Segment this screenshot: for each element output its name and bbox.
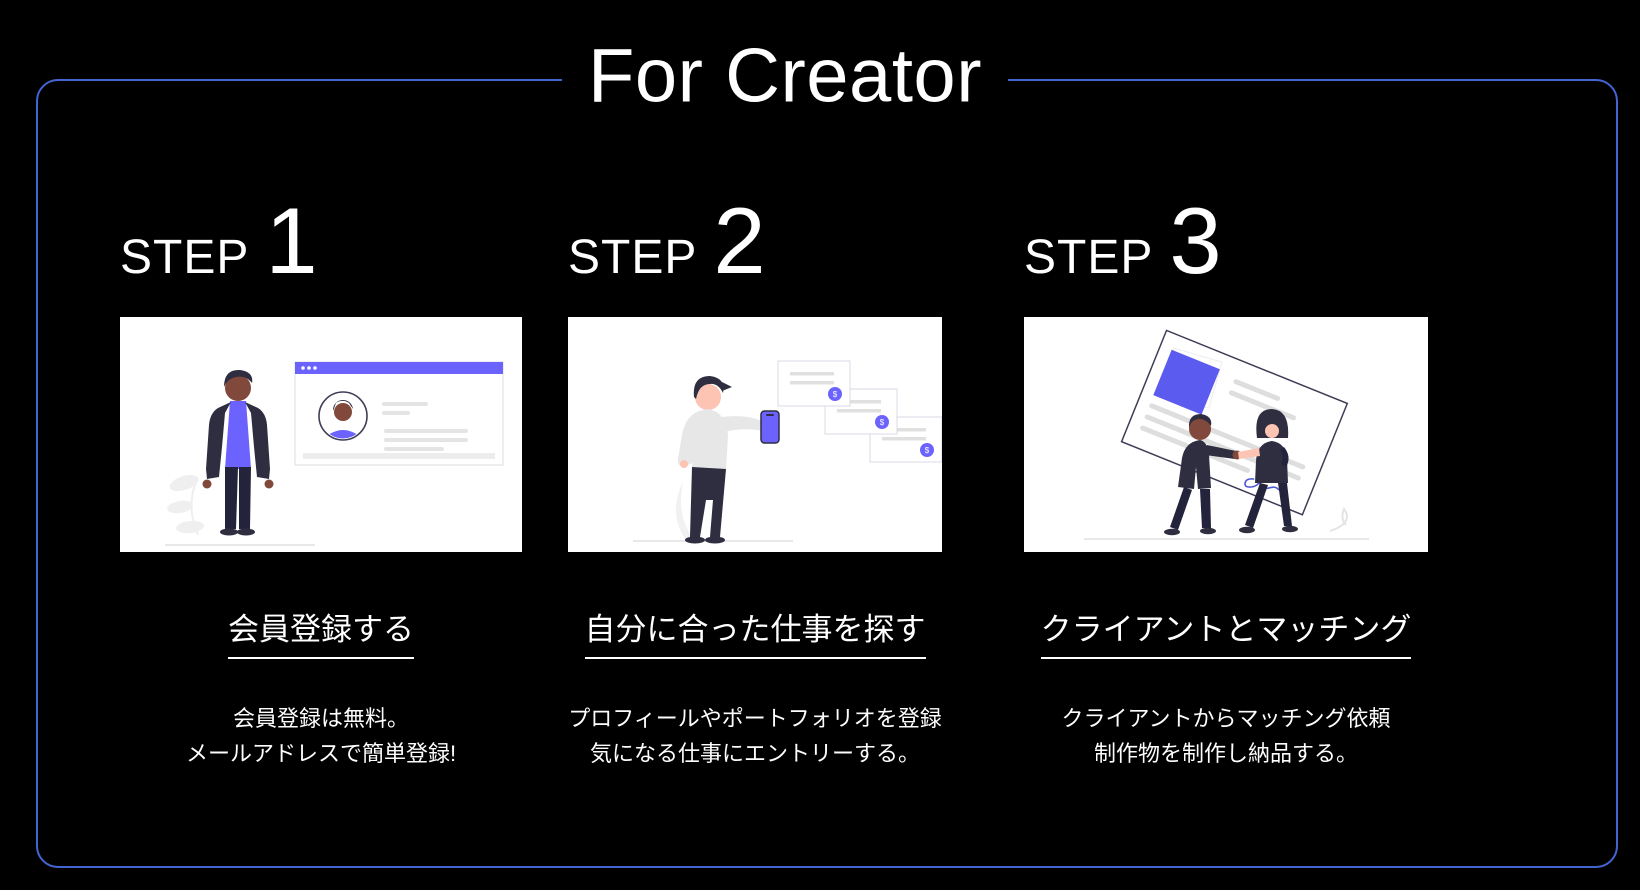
step-1-label: STEP [120, 231, 250, 284]
client-matching-illustration [1024, 317, 1428, 552]
client-matching-link[interactable]: クライアントとマッチング [1040, 604, 1412, 659]
step-3-heading: STEP 3 [1024, 188, 1428, 293]
svg-text:$: $ [833, 390, 838, 399]
svg-text:$: $ [880, 418, 885, 427]
step-2-number: 2 [713, 188, 766, 293]
step-2-description: プロフィールやポートフォリオを登録 気になる仕事にエントリーする。 [568, 706, 942, 766]
step-2-heading: STEP 2 [568, 188, 942, 293]
step-3-number: 3 [1169, 188, 1222, 293]
step-2-label: STEP [568, 231, 698, 284]
step-3-label: STEP [1024, 231, 1154, 284]
step-1-description: 会員登録は無料。 メールアドレスで簡単登録! [185, 706, 457, 766]
svg-text:$: $ [925, 446, 930, 455]
step-column-3: STEP 3 [1024, 188, 1428, 771]
find-job-link[interactable]: 自分に合った仕事を探す [584, 604, 926, 659]
find-job-illustration: $ $ $ [568, 317, 942, 552]
section-title: For Creator [561, 32, 1009, 120]
member-registration-link[interactable]: 会員登録する [228, 604, 414, 659]
step-column-2: STEP 2 $ $ $ [568, 188, 942, 771]
step-3-description: クライアントからマッチング依頼 制作物を制作し納品する。 [1061, 706, 1391, 766]
steps-row: STEP 1 [120, 188, 1428, 771]
step-column-1: STEP 1 [120, 188, 522, 771]
step-1-heading: STEP 1 [120, 188, 522, 293]
member-registration-illustration [120, 317, 522, 552]
step-1-number: 1 [265, 188, 318, 293]
